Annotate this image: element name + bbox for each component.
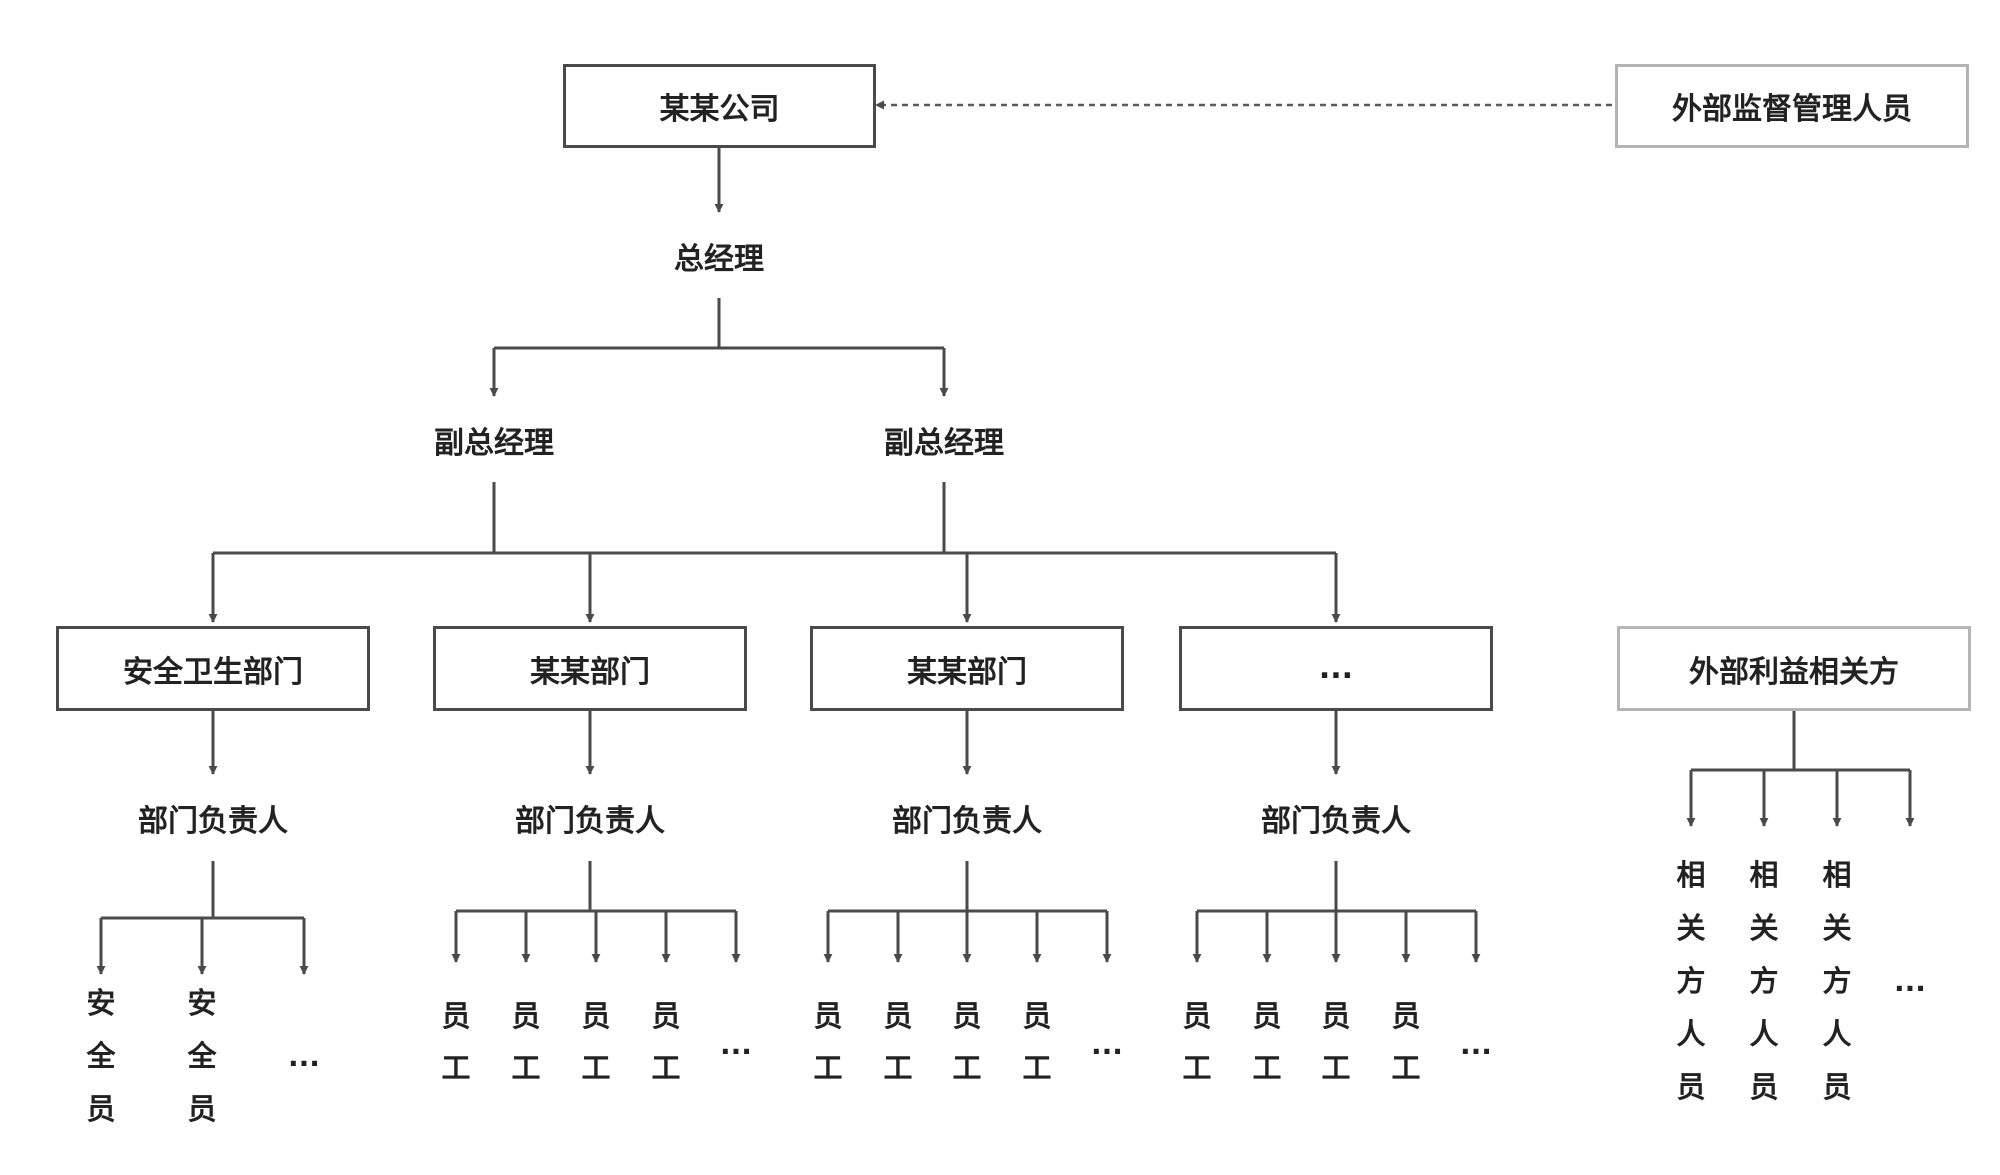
dept-b-box: 某某部门 bbox=[433, 626, 747, 711]
employee-d-ellipsis: ... bbox=[1460, 1028, 1492, 1061]
safety-staff-2: 安全员 bbox=[187, 986, 217, 1126]
employee-c-2: 员工 bbox=[883, 999, 913, 1085]
vice-gm-left-label: 副总经理 bbox=[434, 426, 554, 461]
stakeholder-person-2: 相关方人员 bbox=[1749, 858, 1779, 1104]
dept-head-a-label: 部门负责人 bbox=[138, 804, 288, 839]
company-box: 某某公司 bbox=[563, 64, 876, 148]
dept-head-c-label: 部门负责人 bbox=[892, 804, 1042, 839]
employee-c-ellipsis: ... bbox=[1091, 1028, 1123, 1061]
employee-d-1: 员工 bbox=[1182, 999, 1212, 1085]
stakeholder-person-3: 相关方人员 bbox=[1822, 858, 1852, 1104]
employee-d-3: 员工 bbox=[1321, 999, 1351, 1085]
employee-c-3: 员工 bbox=[952, 999, 982, 1085]
stakeholder-ellipsis: ... bbox=[1894, 965, 1926, 998]
safety-staff-ellipsis: ... bbox=[288, 1040, 320, 1073]
dept-d-box: ... bbox=[1179, 626, 1493, 711]
external-stakeholders-box: 外部利益相关方 bbox=[1617, 626, 1971, 711]
employee-c-1: 员工 bbox=[813, 999, 843, 1085]
employee-b-4: 员工 bbox=[651, 999, 681, 1085]
safety-staff-1: 安全员 bbox=[86, 986, 116, 1126]
employee-b-3: 员工 bbox=[581, 999, 611, 1085]
dept-head-d-label: 部门负责人 bbox=[1261, 804, 1411, 839]
dept-c-box: 某某部门 bbox=[810, 626, 1124, 711]
employee-d-4: 员工 bbox=[1391, 999, 1421, 1085]
dept-safety-box: 安全卫生部门 bbox=[56, 626, 370, 711]
vice-gm-right-label: 副总经理 bbox=[884, 426, 1004, 461]
general-manager-label: 总经理 bbox=[674, 242, 764, 277]
employee-c-4: 员工 bbox=[1022, 999, 1052, 1085]
employee-d-2: 员工 bbox=[1252, 999, 1282, 1085]
employee-b-ellipsis: ... bbox=[720, 1028, 752, 1061]
employee-b-2: 员工 bbox=[511, 999, 541, 1085]
external-supervisor-box: 外部监督管理人员 bbox=[1615, 64, 1969, 148]
dept-head-b-label: 部门负责人 bbox=[515, 804, 665, 839]
employee-b-1: 员工 bbox=[441, 999, 471, 1085]
stakeholder-person-1: 相关方人员 bbox=[1676, 858, 1706, 1104]
